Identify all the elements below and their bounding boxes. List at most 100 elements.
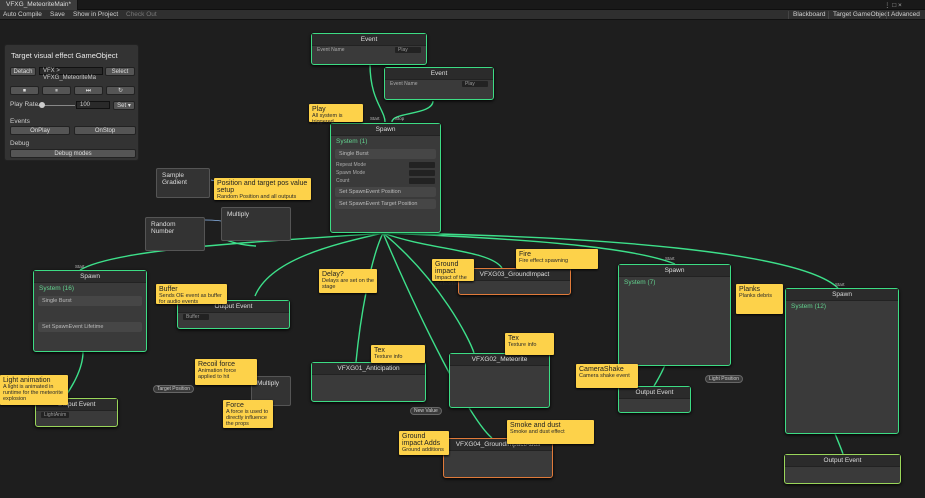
node-title: Multiply [257, 380, 280, 387]
step-button[interactable]: ⏭ [74, 86, 103, 95]
blackboard-toggle[interactable]: Blackboard [788, 11, 830, 19]
subgraph-ground-impact-adds[interactable]: VFXG04_GroundImpactAdds [443, 438, 553, 478]
vfx-object-field[interactable]: VFX > VFXG_MeteoriteMa [39, 67, 103, 81]
spawn-system-main[interactable]: Spawn System (1) Single Burst Repeat Mod… [330, 123, 441, 233]
stop-icon: ⏹ [22, 88, 26, 94]
random-number-node[interactable]: Random Number [145, 217, 205, 251]
save-button[interactable]: Save [50, 11, 65, 18]
compile-button[interactable]: Compile [18, 11, 42, 18]
editor-tab-bar: VFXG_MeteoriteMain* ⋮ □ × [0, 0, 925, 10]
row-field[interactable] [409, 162, 435, 168]
debug-modes-button[interactable]: Debug modes [10, 149, 136, 158]
play-rate-field[interactable]: 100 [76, 101, 110, 109]
flow-label-start-left: Start [75, 264, 85, 269]
advanced-dropdown[interactable]: Advanced ▾ [886, 11, 925, 26]
light-position-pill[interactable]: Light Position [705, 375, 744, 383]
system-label: System (16) [39, 285, 75, 292]
node-title: VFXG02_Meteorite [450, 354, 549, 366]
play-rate-label: Play Rate [10, 101, 39, 108]
node-title: Spawn [331, 124, 440, 136]
output-event-camera[interactable]: Output Event [618, 386, 691, 413]
node-title: Event [385, 68, 493, 80]
subgraph-ground-impact[interactable]: VFXG03_GroundImpact [458, 268, 571, 295]
events-label: Events [10, 118, 30, 125]
output-event-buffer[interactable]: Output Event Buffer [177, 300, 290, 329]
row-field[interactable] [409, 170, 435, 176]
check-out-button[interactable]: Check Out [126, 11, 157, 18]
sticky-delay[interactable]: Delay?Delays are set on the stage [319, 269, 377, 293]
window-controls[interactable]: ⋮ □ × [884, 2, 902, 9]
node-title: Output Event [785, 455, 900, 467]
node-title: VFXG01_Anticipation [312, 363, 425, 375]
node-title: Random Number [151, 221, 176, 235]
event-name-label: Event Name [317, 47, 345, 53]
node-title: Sample Gradient [162, 172, 187, 186]
play-rate-set-dropdown[interactable]: Set ▾ [113, 101, 135, 110]
play-rate-slider-handle[interactable] [39, 102, 45, 108]
onstop-button[interactable]: OnStop [74, 126, 136, 135]
event-name-field[interactable]: Play [462, 81, 488, 87]
set-spawn-position-block[interactable]: Set SpawnEvent Position [335, 187, 436, 197]
spawn-system-mid[interactable]: Spawn System (7) [618, 264, 731, 366]
node-title: Spawn [619, 265, 730, 277]
spawn-system-left[interactable]: Spawn System (16) Single Burst Set Spawn… [33, 270, 147, 352]
show-in-project-button[interactable]: Show in Project [73, 11, 119, 18]
target-position-pill[interactable]: Target Position [153, 385, 195, 393]
play-rate-slider[interactable] [35, 105, 75, 106]
subgraph-anticipation[interactable]: VFXG01_Anticipation [311, 362, 426, 402]
select-button[interactable]: Select [105, 67, 135, 76]
sticky-title: Tex [374, 347, 385, 354]
target-gameobject-toggle[interactable]: Target GameObject [828, 11, 893, 19]
spawn-system-right[interactable]: Spawn System (12) [785, 288, 899, 434]
set-spawn-target-block[interactable]: Set SpawnEvent Target Position [335, 199, 436, 209]
tab-vfx-graph[interactable]: VFXG_MeteoriteMain* [0, 0, 79, 10]
row-field[interactable] [409, 178, 435, 184]
node-title: VFXG03_GroundImpact [459, 269, 570, 281]
output-event-planks[interactable]: Output Event [784, 454, 901, 484]
single-burst-block[interactable]: Single Burst [335, 149, 436, 159]
sticky-title: Position and target pos value setup [217, 180, 308, 194]
sticky-body: A light is animated in runtime for the m… [3, 384, 63, 402]
detach-button[interactable]: Detach [10, 67, 36, 76]
sticky-title: Force [226, 402, 244, 409]
event-field[interactable]: Buffer [183, 314, 209, 320]
sticky-title: Ground impact [435, 261, 459, 275]
stop-button[interactable]: ⏹ [10, 86, 39, 95]
event-name-field[interactable]: Play [395, 47, 421, 53]
set-lifetime-block[interactable]: Set SpawnEvent Lifetime [38, 322, 142, 332]
node-title: Spawn [34, 271, 146, 283]
flow-label-start-mid: Start [665, 256, 675, 261]
restart-button[interactable]: ↻ [106, 86, 135, 95]
event-field[interactable]: LightAnim [41, 412, 70, 418]
graph-canvas[interactable]: Target visual effect GameObject Detach V… [0, 20, 925, 498]
node-title: Spawn [786, 289, 898, 301]
subgraph-meteorite[interactable]: VFXG02_Meteorite [449, 353, 550, 408]
multiply-node[interactable]: Multiply [221, 207, 291, 241]
sticky-title: Tex [508, 335, 519, 342]
step-icon: ⏭ [85, 88, 92, 94]
sample-gradient-node[interactable]: Sample Gradient [156, 168, 210, 198]
onplay-button[interactable]: OnPlay [10, 126, 70, 135]
auto-toggle[interactable]: Auto [3, 11, 17, 18]
single-burst-block[interactable]: Single Burst [38, 296, 142, 306]
new-value-pill[interactable]: New Value [410, 407, 442, 415]
pause-button[interactable]: ⏸ [42, 86, 71, 95]
sticky-body: Fire effect spawning [519, 258, 569, 264]
sticky-body: Delays are set on the stage [322, 278, 374, 290]
